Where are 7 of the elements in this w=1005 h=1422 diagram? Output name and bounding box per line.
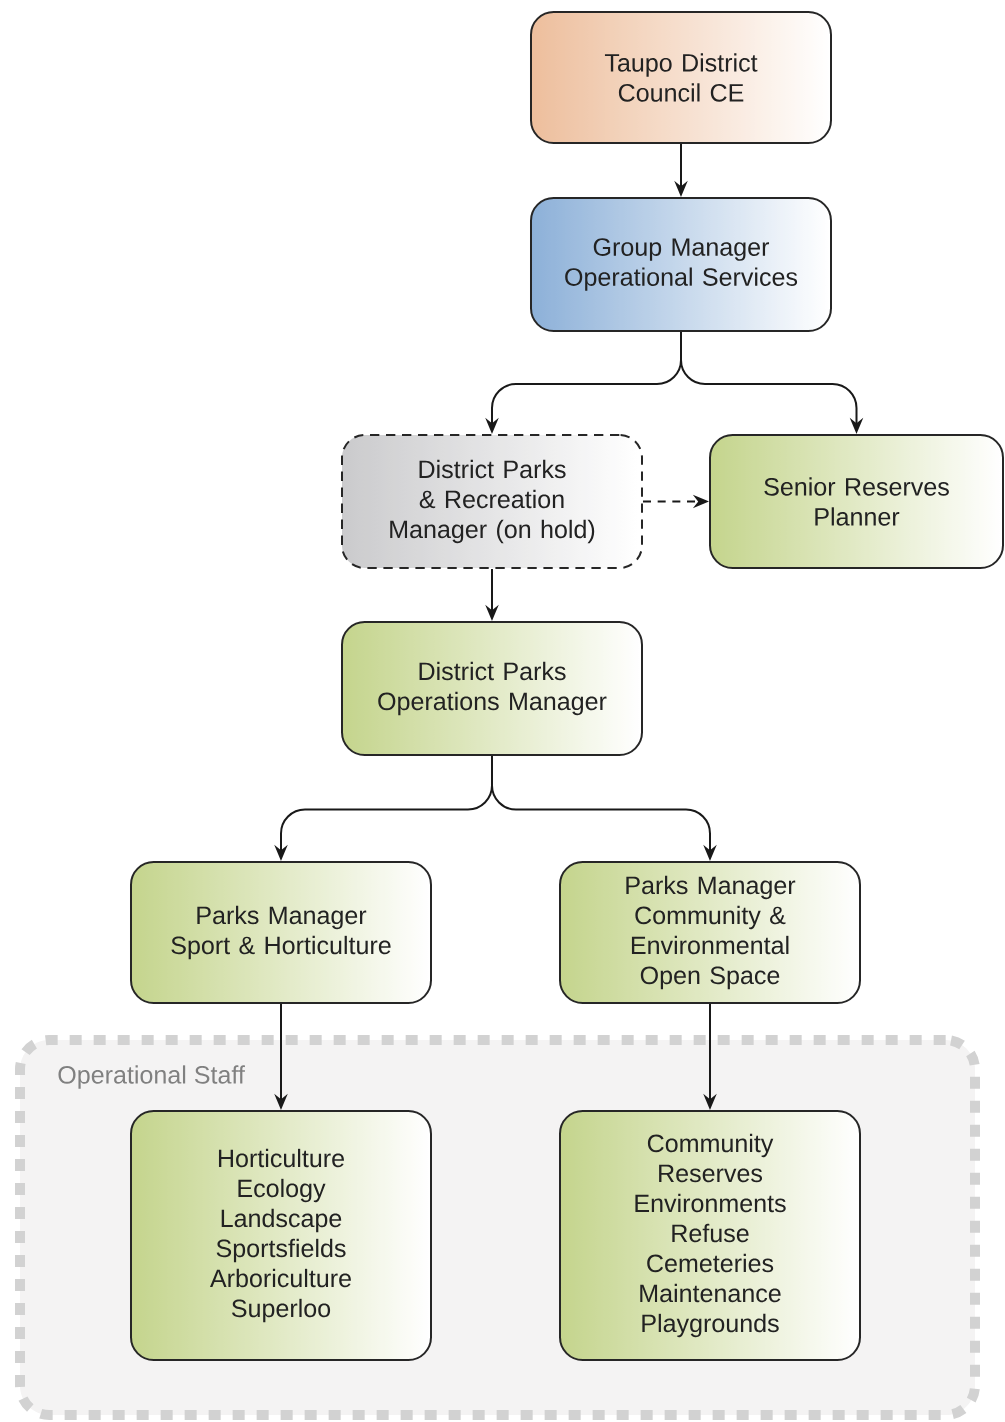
role-box: Group Manager Operational Services xyxy=(530,197,832,332)
placeholder-box: District Parks & Recreation Manager (on hold) xyxy=(341,434,643,569)
role-box: District Parks Operations Manager xyxy=(341,621,643,756)
role-box: Parks Manager Sport & Horticulture xyxy=(130,861,432,1004)
role-box: Senior Reserves Planner xyxy=(709,434,1004,569)
role-box: Taupo District Council CE xyxy=(530,11,832,144)
role-box: Parks Manager Community & Environmental Open Space xyxy=(559,861,861,1004)
